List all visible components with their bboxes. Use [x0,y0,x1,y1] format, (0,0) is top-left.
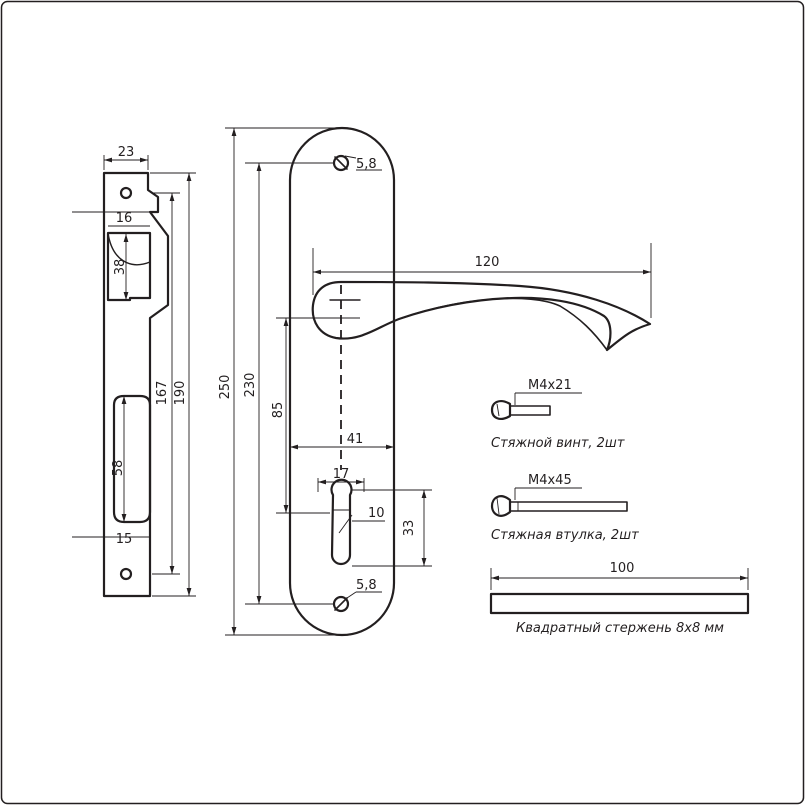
cylinder-cutout [330,478,353,566]
square-spindle: 100 Квадратный стержень 8х8 мм [489,561,750,636]
dim-strike-width: 23 [118,145,135,160]
dim-strike-length: 190 [173,381,188,406]
screw-m4x21: M4x21 Стяжной винт, 2шт [490,378,625,451]
lever-handle: 120 [311,243,652,352]
sleeve-size: M4x45 [528,473,572,488]
latch-slot [106,231,152,302]
screw-caption: Стяжной винт, 2шт [491,436,625,451]
dim-spindle-length: 100 [610,561,635,576]
dim-slot-offset: 16 [116,211,133,226]
escutcheon-outline [288,126,396,637]
escutcheon-plate: 5,8 250 230 85 41 17 33 10 5,8 [218,126,432,637]
spindle-bar [489,592,750,615]
strike-plate: 23 16 38 167 190 58 15 [72,145,196,598]
dim-screw-top: 5,8 [356,157,377,172]
dim-handle-length: 120 [475,255,500,270]
dim-screw-bottom: 5,8 [356,578,377,593]
dim-cylinder-width: 17 [333,467,350,482]
dim-backset: 85 [271,402,286,419]
spindle-caption: Квадратный стержень 8х8 мм [516,621,724,636]
screw-head-icon [490,400,512,420]
dim-window-height: 58 [111,460,126,477]
screw-hole-top [119,186,133,200]
dim-cylinder-offset: 10 [368,506,385,521]
dim-strike-hole-spacing: 167 [155,381,170,406]
sleeve-caption: Стяжная втулка, 2шт [491,528,639,543]
dim-cylinder-height: 33 [402,520,417,537]
dim-window-offset: 15 [116,532,133,547]
screw-size: M4x21 [528,378,572,393]
dim-escutcheon-hole-spacing: 230 [243,373,258,398]
dim-escutcheon-length: 250 [218,375,233,400]
sleeve-head-icon [490,495,512,517]
handle-outline [311,280,652,352]
strike-plate-outline [102,171,170,598]
bolt-window [112,394,152,524]
dim-slot-height: 38 [113,259,128,276]
sleeve-m4x45: M4x45 Стяжная втулка, 2шт [490,473,639,543]
dim-escutcheon-width: 41 [347,432,364,447]
screw-hole-bottom [119,567,133,581]
